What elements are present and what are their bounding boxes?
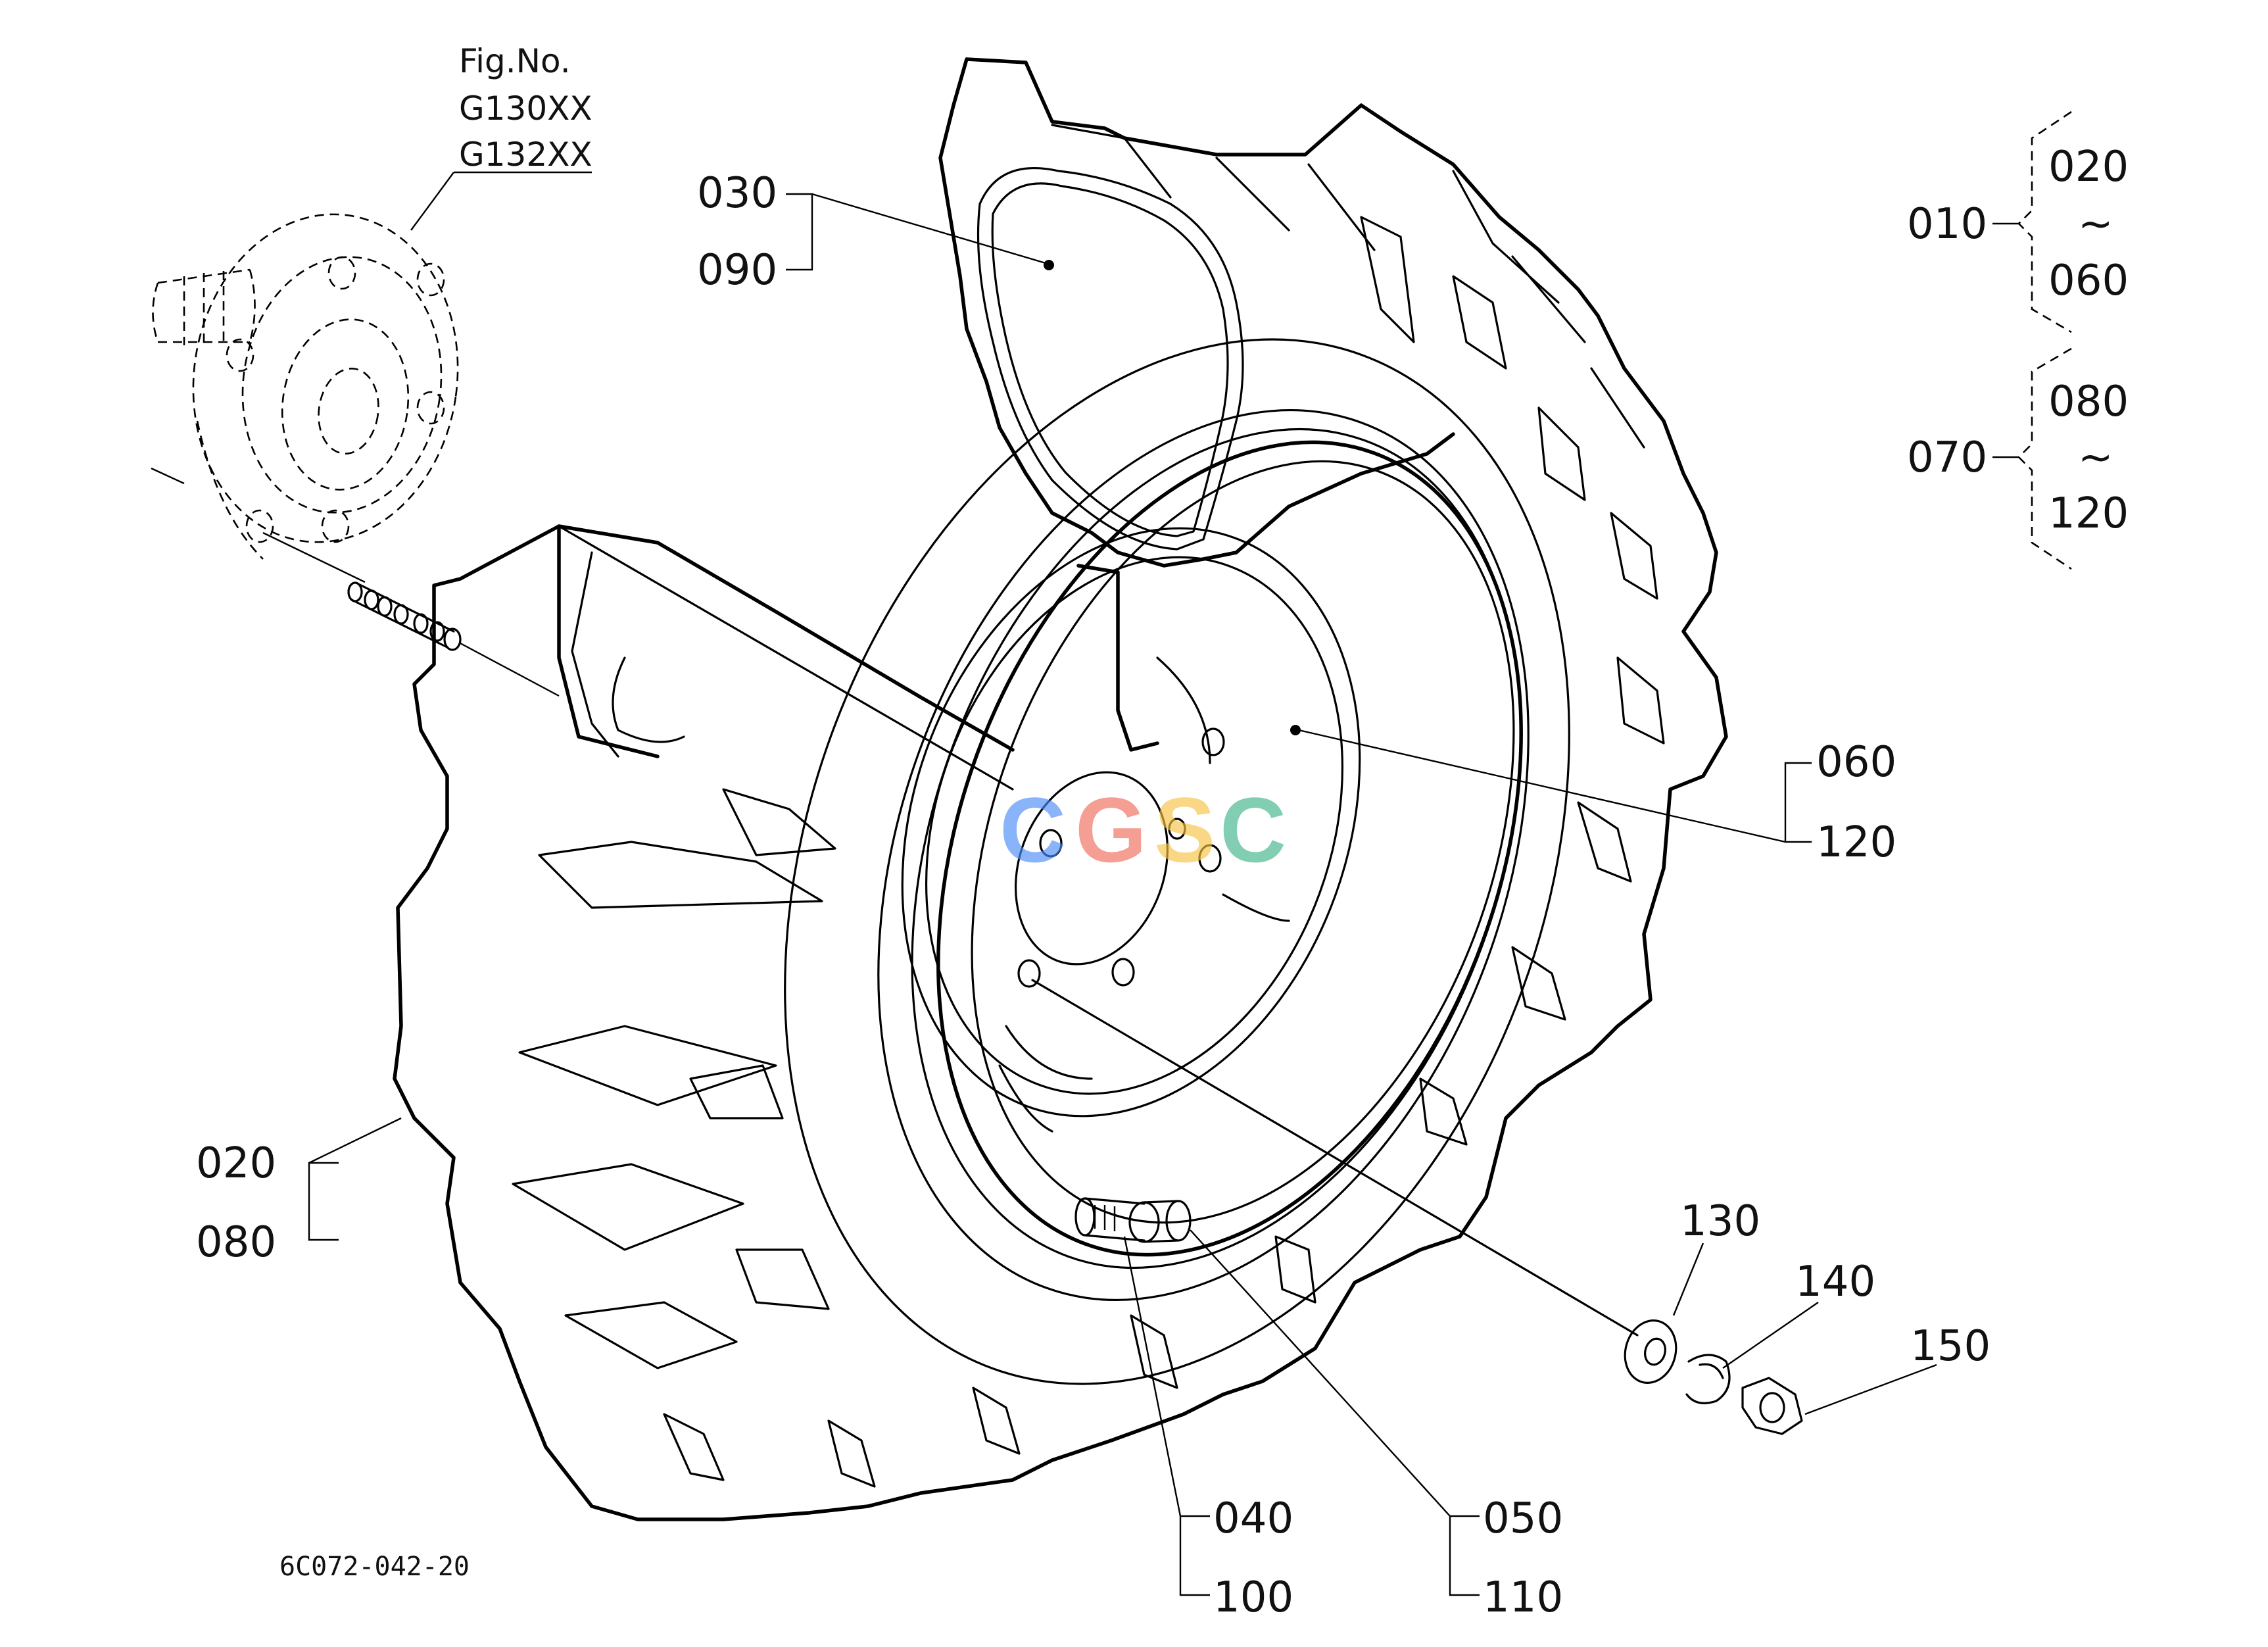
- fig-no-label: Fig.No.: [459, 42, 571, 80]
- group-brackets: [1992, 111, 2072, 570]
- callout-030: 030: [697, 169, 777, 218]
- callout-140: 140: [1795, 1258, 1875, 1306]
- watermark-letter-1: C: [1000, 778, 1066, 881]
- leader-lines: [308, 171, 1937, 1596]
- wheel-disc: [901, 527, 1361, 1133]
- fasteners: [1624, 1319, 1803, 1435]
- callout-080: 080: [196, 1218, 276, 1267]
- callout-120: 120: [1816, 818, 1896, 867]
- stud-bolt: [347, 581, 560, 697]
- group-070-from: 080: [2048, 378, 2129, 426]
- group-070: 070: [1907, 433, 1987, 482]
- hub-assembly: [151, 213, 459, 583]
- tire: [393, 57, 1728, 1521]
- watermark: C G S C: [1000, 778, 1286, 881]
- callout-020: 020: [196, 1139, 276, 1188]
- drawing-code: 6C072-042-20: [279, 1552, 470, 1582]
- callout-100: 100: [1213, 1573, 1293, 1622]
- watermark-letter-4: C: [1220, 778, 1286, 881]
- callout-130: 130: [1680, 1197, 1760, 1246]
- callout-090: 090: [697, 246, 777, 295]
- callout-050: 050: [1483, 1494, 1563, 1543]
- fig-no-2: G132XX: [459, 135, 592, 174]
- watermark-letter-2: G: [1075, 778, 1147, 881]
- fig-no-1: G130XX: [459, 89, 592, 128]
- callout-060: 060: [1816, 738, 1896, 787]
- group-070-to: 120: [2048, 489, 2129, 538]
- valve: [1074, 1197, 1192, 1243]
- group-010-from: 020: [2048, 143, 2129, 191]
- callout-110: 110: [1483, 1573, 1563, 1622]
- callout-150: 150: [1910, 1322, 1991, 1371]
- group-010: 010: [1907, 200, 1987, 249]
- group-010-to: 060: [2048, 257, 2129, 305]
- watermark-letter-3: S: [1154, 778, 1215, 881]
- group-070-tilde: ~: [2078, 433, 2113, 482]
- callout-040: 040: [1213, 1494, 1293, 1543]
- group-010-tilde: ~: [2078, 200, 2113, 249]
